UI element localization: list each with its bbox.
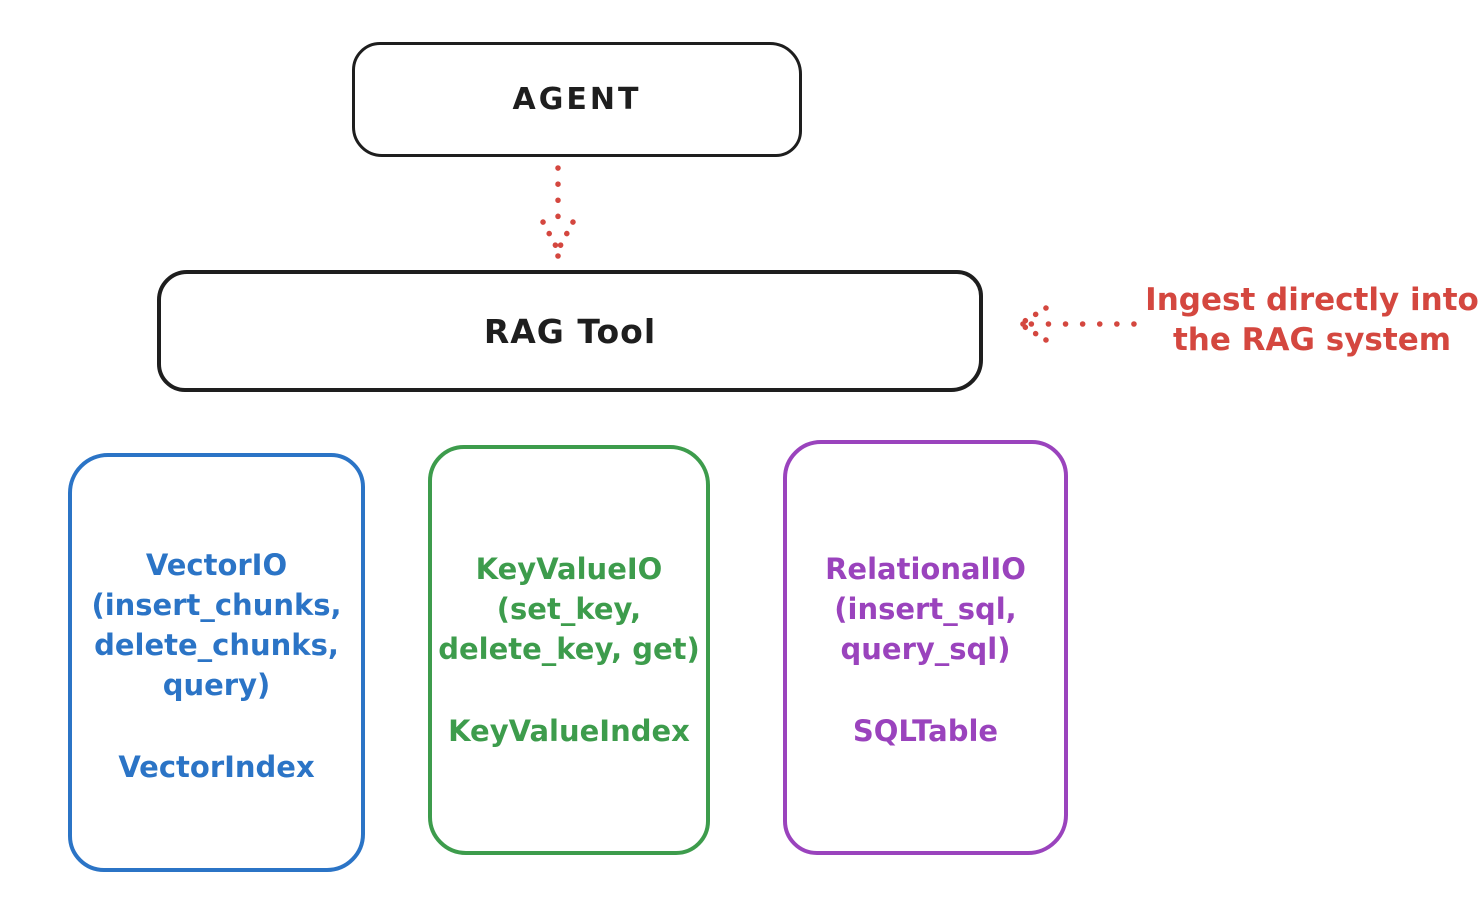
- arrow-left-icon: [1017, 305, 1137, 343]
- sql-table-label: SQLTable: [852, 714, 999, 748]
- agent-label: AGENT: [512, 82, 642, 117]
- rag-tool-box: RAG Tool: [157, 270, 983, 392]
- keyvalue-io-methods: KeyValueIO (set_key, delete_key, get): [438, 552, 700, 666]
- vector-io-box: VectorIO (insert_chunks, delete_chunks, …: [68, 453, 365, 872]
- relational-io-methods: RelationalIO (insert_sql, query_sql): [825, 552, 1026, 666]
- arrow-down-icon: [540, 165, 576, 259]
- agent-box: AGENT: [352, 42, 802, 157]
- ingest-annotation-line2: the RAG system: [1172, 322, 1452, 358]
- keyvalue-index-label: KeyValueIndex: [448, 714, 690, 748]
- vector-io-methods: VectorIO (insert_chunks, delete_chunks, …: [91, 548, 342, 702]
- ingest-annotation: Ingest directly into the RAG system: [1140, 280, 1484, 360]
- ingest-annotation-line1: Ingest directly into: [1145, 282, 1479, 318]
- vector-index-label: VectorIndex: [118, 750, 315, 784]
- rag-tool-label: RAG Tool: [483, 311, 657, 351]
- relational-io-box: RelationalIO (insert_sql, query_sql) SQL…: [783, 440, 1068, 855]
- keyvalue-io-box: KeyValueIO (set_key, delete_key, get) Ke…: [428, 445, 710, 855]
